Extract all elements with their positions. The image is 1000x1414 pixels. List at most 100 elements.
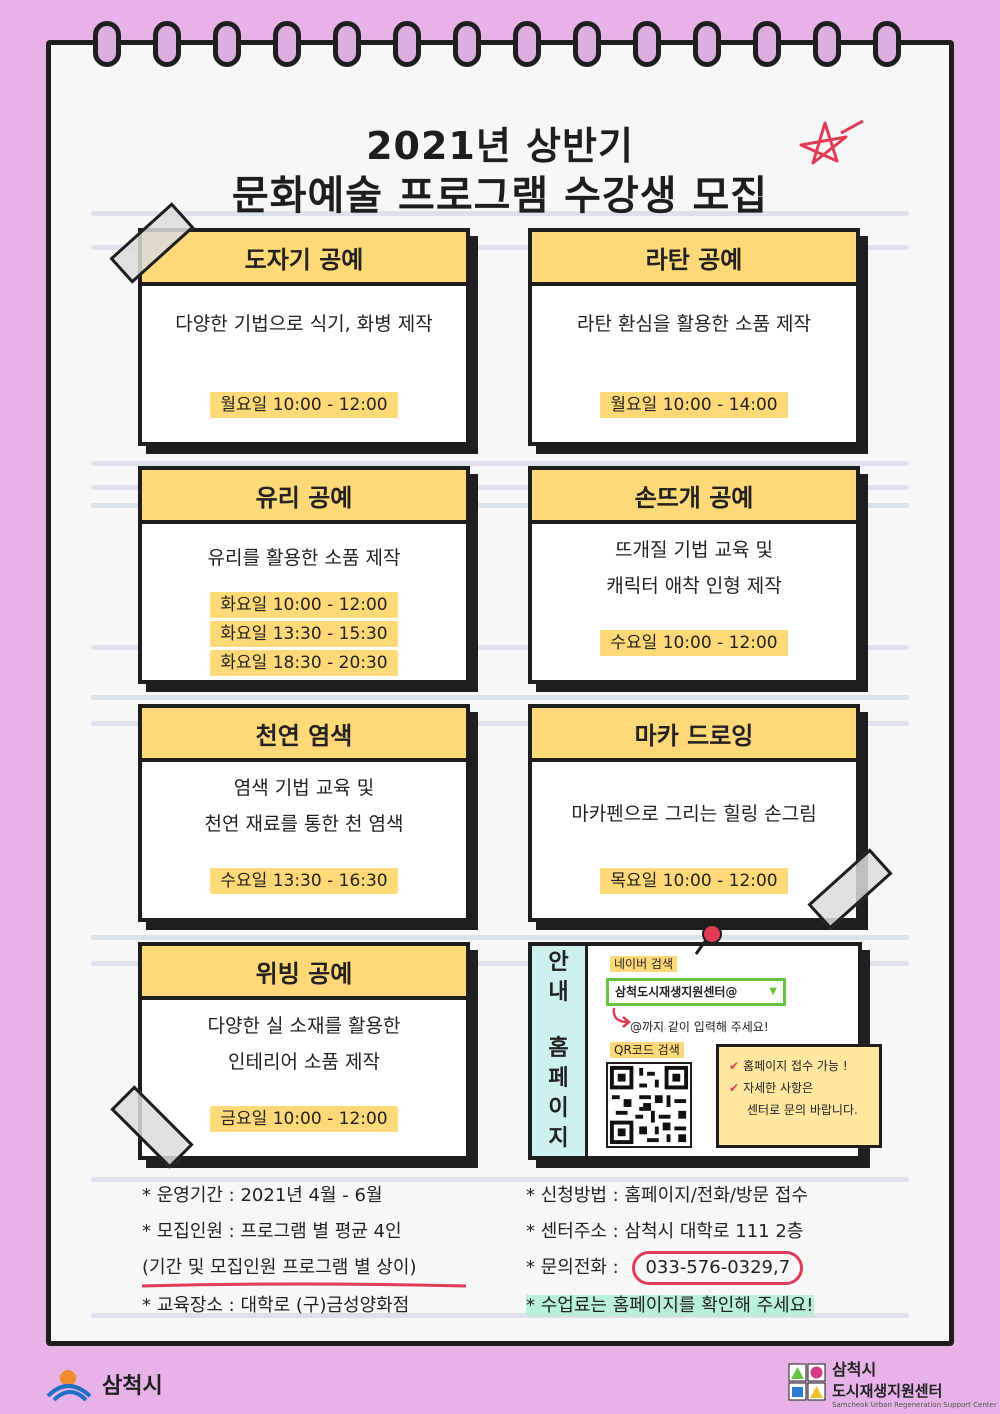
ruled-line <box>91 961 909 966</box>
check-icon: ✔ <box>729 1059 740 1073</box>
info-period: * 운영기간 : 2021년 4월 - 6월 <box>142 1185 383 1206</box>
ruled-line <box>91 1313 909 1318</box>
program-time: 화요일 13:30 - 15:30 <box>210 621 398 647</box>
search-value: 삼척도시재생지원센터@ <box>615 985 738 999</box>
binder-ring <box>873 21 901 67</box>
search-hint: @까지 같이 입력해 주세요! <box>630 1020 769 1034</box>
curved-arrow-icon <box>612 1007 631 1028</box>
naver-search-input[interactable]: 삼척도시재생지원센터@ ▼ <box>606 978 786 1006</box>
program-card-natural-dye: 천연 염색 염색 기법 교육 및 천연 재료를 통한 천 염색 수요일 13:3… <box>138 704 470 922</box>
program-name: 위빙 공예 <box>142 946 466 1000</box>
program-time: 월요일 10:00 - 12:00 <box>210 392 398 418</box>
binder-ring <box>753 21 781 67</box>
binder-ring <box>93 21 121 67</box>
guide-side-label: 안 내 홈 페 이 지 <box>532 946 588 1156</box>
center-logo-sub: Samcheok Urban Regeneration Support Cent… <box>832 1400 997 1409</box>
poster-title-line2: 문화예술 프로그램 수강생 모집 <box>231 173 769 219</box>
program-desc: 인테리어 소품 제작 <box>228 1051 380 1073</box>
ruled-line <box>91 721 909 726</box>
poster-title-line1: 2021년 상반기 <box>366 124 634 168</box>
program-time: 금요일 10:00 - 12:00 <box>210 1106 398 1132</box>
underline-doodle <box>141 1282 467 1288</box>
ruled-line <box>91 485 909 490</box>
program-name: 천연 염색 <box>142 708 466 762</box>
program-time: 수요일 13:30 - 16:30 <box>210 868 398 894</box>
ruled-line <box>91 1177 909 1182</box>
program-card-knitting: 손뜨개 공예 뜨개질 기법 교육 및 캐릭터 애착 인형 제작 수요일 10:0… <box>528 466 860 684</box>
info-note: (기간 및 모집인원 프로그램 별 상이) <box>142 1257 417 1278</box>
ruled-line <box>91 645 909 650</box>
ruled-line <box>91 503 909 508</box>
binder-ring <box>813 21 841 67</box>
dropdown-arrow-icon: ▼ <box>769 986 777 997</box>
binder-ring <box>273 21 301 67</box>
star-doodle-icon <box>799 119 864 165</box>
push-pin-icon <box>694 924 722 955</box>
program-name: 마카 드로잉 <box>532 708 856 762</box>
side-char: 안 <box>548 950 569 975</box>
program-time: 월요일 10:00 - 14:00 <box>600 392 788 418</box>
urban-regeneration-center-logo: 삼척시 도시재생지원센터 Samcheok Urban Regeneration… <box>788 1358 997 1409</box>
info-phone-row: * 문의전화 : 033-576-0329,7 <box>526 1250 804 1286</box>
binder-ring <box>573 21 601 67</box>
program-desc: 천연 재료를 통한 천 염색 <box>204 813 404 835</box>
program-desc: 뜨개질 기법 교육 및 <box>615 539 773 561</box>
program-desc: 유리를 활용한 소품 제작 <box>207 547 401 569</box>
phone-number[interactable]: 033-576-0329,7 <box>632 1251 804 1285</box>
program-name: 유리 공예 <box>142 470 466 524</box>
program-card-glass: 유리 공예 유리를 활용한 소품 제작 화요일 10:00 - 12:00 화요… <box>138 466 470 684</box>
program-time: 화요일 10:00 - 12:00 <box>210 592 398 618</box>
info-recruit: * 모집인원 : 프로그램 별 평균 4인 <box>142 1221 402 1242</box>
info-fee-row: * 수업료는 홈페이지를 확인해 주세요! <box>526 1288 814 1324</box>
note-text: 센터로 문의 바랍니다. <box>747 1103 858 1117</box>
binder-ring <box>453 21 481 67</box>
binder-ring <box>393 21 421 67</box>
info-place: * 교육장소 : 대학로 (구)금성양화점 <box>142 1295 410 1316</box>
center-emblem-icon <box>788 1363 826 1401</box>
program-desc: 캐릭터 애착 인형 제작 <box>606 575 782 597</box>
program-time: 수요일 10:00 - 12:00 <box>600 630 788 656</box>
note-text: 자세한 사항은 <box>743 1081 814 1095</box>
program-desc: 다양한 기법으로 식기, 화병 제작 <box>175 313 433 335</box>
binder-ring <box>333 21 361 67</box>
side-char: 이 <box>548 1096 569 1121</box>
center-logo-name2: 도시재생지원센터 <box>832 1381 943 1400</box>
program-name: 라탄 공예 <box>532 232 856 286</box>
info-phone-prefix: * 문의전화 : <box>526 1257 619 1278</box>
sticky-note: ✔홈페이지 접수 가능 ! ✔자세한 사항은 센터로 문의 바랍니다. <box>716 1044 882 1148</box>
side-char: 지 <box>548 1126 569 1151</box>
qr-label: QR코드 검색 <box>610 1042 684 1058</box>
homepage-guide-box: 안 내 홈 페 이 지 네이버 검색 삼척도시재생지원센터@ ▼ @까지 같이 … <box>528 942 862 1160</box>
binder-ring <box>153 21 181 67</box>
binder-ring <box>513 21 541 67</box>
info-apply: * 신청방법 : 홈페이지/전화/방문 접수 <box>526 1185 808 1206</box>
ruled-line <box>91 461 909 466</box>
program-card-weaving: 위빙 공예 다양한 실 소재를 활용한 인테리어 소품 제작 금요일 10:00… <box>138 942 470 1160</box>
program-time: 화요일 18:30 - 20:30 <box>210 650 398 676</box>
program-desc: 라탄 환심을 활용한 소품 제작 <box>577 313 811 335</box>
qr-code-icon[interactable] <box>606 1062 692 1148</box>
program-time: 목요일 10:00 - 12:00 <box>600 868 788 894</box>
binder-ring <box>693 21 721 67</box>
side-char: 페 <box>548 1066 569 1091</box>
program-desc: 염색 기법 교육 및 <box>233 777 375 799</box>
samcheok-city-logo: 삼척시 <box>46 1364 163 1404</box>
program-card-rattan: 라탄 공예 라탄 환심을 활용한 소품 제작 월요일 10:00 - 14:00 <box>528 228 860 446</box>
binder-ring <box>633 21 661 67</box>
center-logo-name1: 삼척시 <box>832 1359 877 1379</box>
ruled-line <box>91 695 909 700</box>
info-fee: * 수업료는 홈페이지를 확인해 주세요! <box>526 1295 814 1316</box>
naver-search-label: 네이버 검색 <box>610 956 678 972</box>
note-text: 홈페이지 접수 가능 ! <box>743 1059 848 1073</box>
ruled-line <box>91 245 909 250</box>
info-address: * 센터주소 : 삼척시 대학로 111 2층 <box>526 1221 804 1242</box>
ruled-line <box>91 935 909 940</box>
ruled-line <box>91 211 909 216</box>
check-icon: ✔ <box>729 1081 740 1095</box>
program-card-ceramics: 도자기 공예 다양한 기법으로 식기, 화병 제작 월요일 10:00 - 12… <box>138 228 470 446</box>
program-desc: 마카펜으로 그리는 힐링 손그림 <box>571 803 817 825</box>
program-name: 손뜨개 공예 <box>532 470 856 524</box>
program-card-marker-drawing: 마카 드로잉 마카펜으로 그리는 힐링 손그림 목요일 10:00 - 12:0… <box>528 704 860 922</box>
side-char: 홈 <box>548 1036 569 1061</box>
program-desc: 다양한 실 소재를 활용한 <box>207 1015 401 1037</box>
